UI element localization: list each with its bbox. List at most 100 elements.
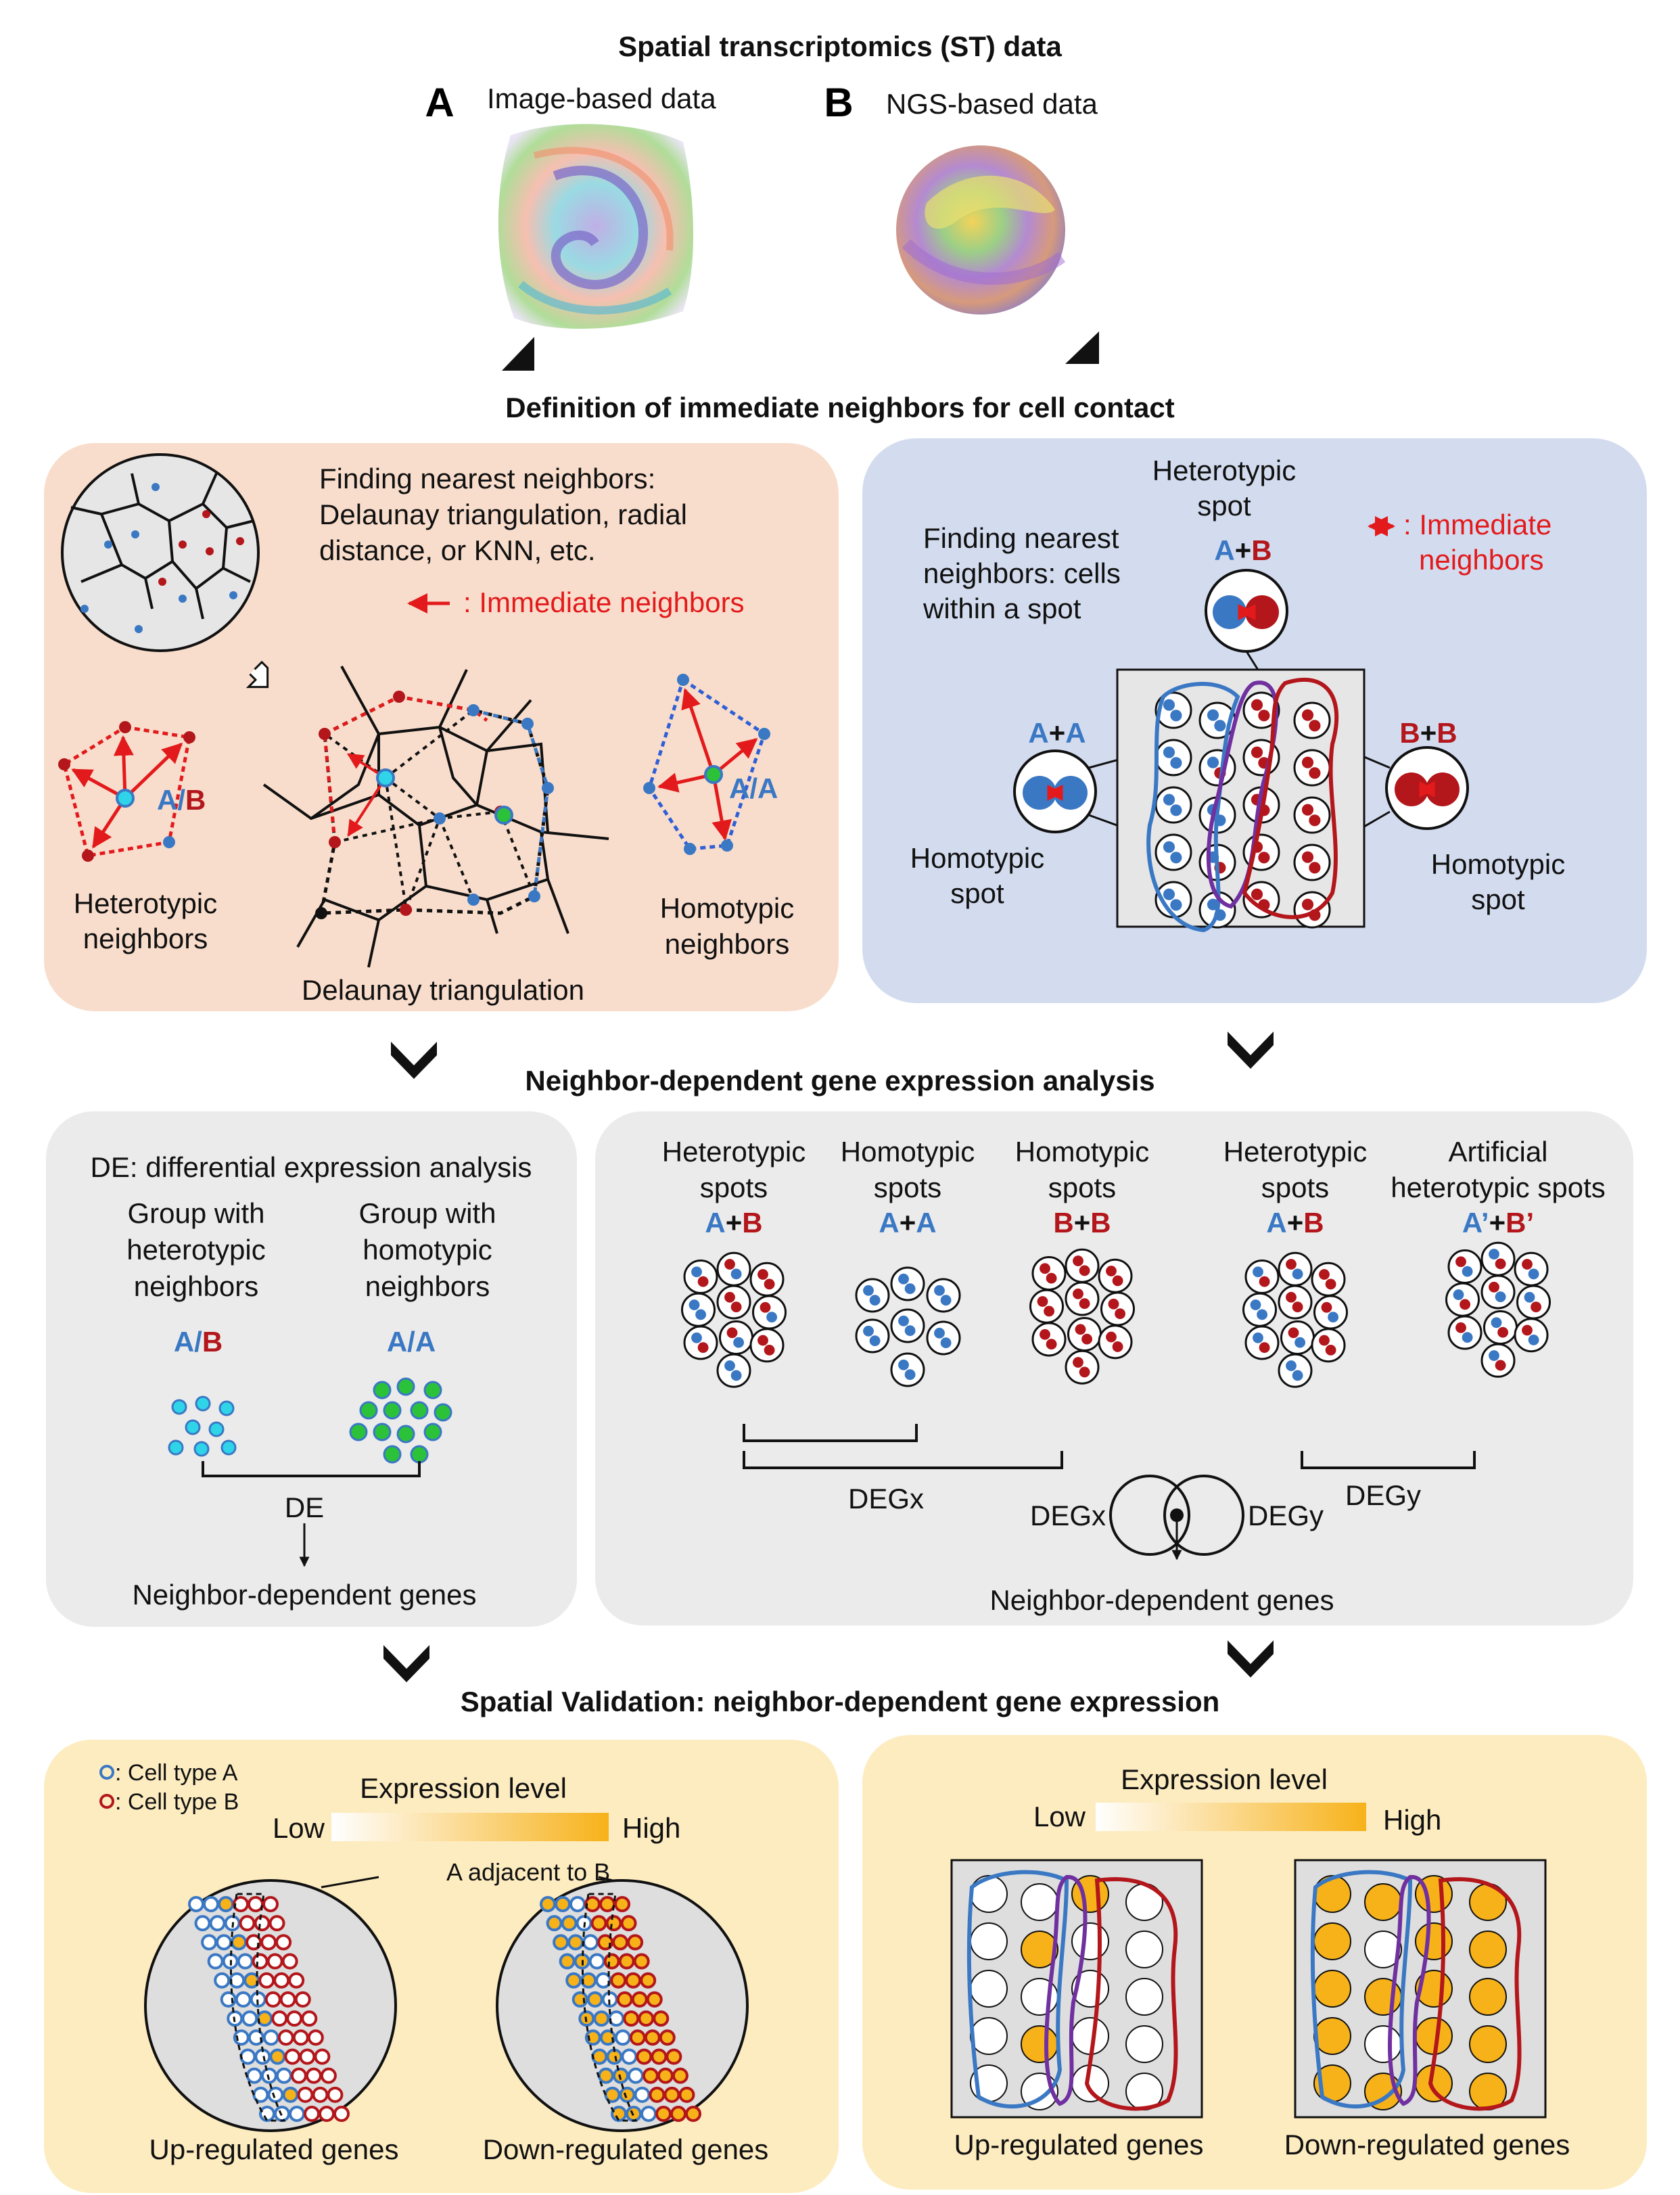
deg-col5-ab-prime: A’+B’ (1462, 1207, 1534, 1239)
spot (1313, 1295, 1348, 1330)
spot (1293, 701, 1331, 739)
left-down-label: Down-regulated genes (483, 2133, 769, 2165)
tissue-cell (269, 1915, 285, 1932)
cell-dot (1301, 804, 1314, 816)
cell-dot (1309, 720, 1321, 732)
cell-dot (724, 1259, 735, 1270)
tissue-cell (627, 2067, 644, 2084)
tissue-cell (593, 2010, 610, 2027)
tissue-cell (561, 1915, 578, 1932)
tissue-cell (258, 1972, 275, 1989)
tissue-cell (655, 2106, 672, 2122)
tissue-cell (292, 2029, 309, 2046)
cell-dot (1073, 1357, 1083, 1368)
cell-dot (898, 1273, 909, 1285)
tissue-cell (629, 2029, 646, 2046)
cell-dot (1163, 841, 1175, 853)
green-cell (349, 1423, 368, 1441)
tissue-cell (642, 2067, 659, 2084)
tissue-cell (678, 2086, 695, 2103)
tissue-cell (301, 2010, 318, 2027)
green-cell (434, 1403, 452, 1422)
spot (890, 1352, 925, 1387)
ngs-spot-grid (1116, 668, 1366, 933)
expression-spot (970, 1922, 1008, 1960)
deg-result: Neighbor-dependent genes (989, 1584, 1334, 1616)
chevron-down-icon (383, 1645, 429, 1682)
tissue-cell (239, 1915, 256, 1932)
cell-dot (1453, 1289, 1464, 1300)
deg-col4-line2: spots (1261, 1172, 1329, 1203)
deg-spot-groups (681, 1241, 1551, 1388)
de-group1-line2: heterotypic (126, 1234, 265, 1266)
tissue-cell (640, 1972, 657, 1989)
cyan-cell (208, 1421, 225, 1437)
spot (1480, 1241, 1516, 1276)
tissue-cell (659, 2029, 676, 2046)
cell-dot (689, 1299, 700, 1310)
homotypic-neighbors-line2: neighbors (665, 928, 789, 960)
degx-bracket-short (743, 1424, 918, 1442)
cell-dot (1207, 709, 1219, 721)
tissue-cell (273, 1972, 290, 1989)
down-regulated-circle (496, 1879, 749, 2132)
spot (1031, 1322, 1067, 1357)
tissue-cell (288, 1972, 305, 1989)
tissue-cell (216, 1934, 233, 1951)
tissue-cell (262, 1896, 279, 1912)
ngs-finding-line2: neighbors: cells (923, 557, 1121, 589)
cell-dot (1170, 757, 1182, 769)
cyan-cell (193, 1441, 210, 1457)
degy-label: DEGy (1345, 1479, 1421, 1511)
spot (1242, 1292, 1277, 1327)
tissue-cell (260, 2067, 277, 2084)
spot (683, 1260, 718, 1294)
ngs-heterotypic-spot-line2: spot (1197, 490, 1251, 522)
tissue-cell (625, 1972, 642, 1989)
tissue-cell (266, 1953, 283, 1970)
main-title: Spatial transcriptomics (ST) data (618, 30, 1062, 62)
cell-dot (1292, 1370, 1303, 1381)
cell-dot (1112, 1275, 1123, 1287)
cell-dot (1163, 746, 1175, 758)
cell-dot (1163, 793, 1175, 806)
spot (1029, 1289, 1064, 1324)
cell-dot (1522, 1324, 1533, 1336)
cell-type-a-outline (1310, 1870, 1413, 2108)
ngs-immediate-line2: neighbors (1419, 544, 1543, 576)
chevron-down-icon (391, 1042, 437, 1079)
spot (681, 1292, 716, 1327)
spot (749, 1262, 785, 1297)
cell-dot (1495, 1258, 1506, 1270)
tissue-cell (546, 1915, 563, 1932)
right-up-label: Up-regulated genes (954, 2129, 1204, 2161)
finding-neighbors-line2: Delaunay triangulation, radial (319, 499, 687, 530)
tissue-cell (569, 1896, 586, 1912)
cell-dot (695, 1309, 707, 1320)
label-a-letter: A (425, 80, 454, 125)
expression-spot (1364, 2025, 1402, 2063)
spot (1065, 1281, 1100, 1316)
tissue-cell (271, 2010, 288, 2027)
ngs-heterotypic-ab: A+B (1214, 534, 1271, 566)
finding-neighbors-line3: distance, or KNN, etc. (319, 534, 596, 566)
tissue-cell (231, 1934, 248, 1951)
boundary-outline (1388, 1874, 1431, 2106)
right-low-label: Low (1033, 1801, 1086, 1832)
legend-b-icon (99, 1794, 114, 1809)
spot (1154, 833, 1192, 871)
cell-dot (1079, 1366, 1090, 1378)
tissue-cell (636, 2048, 653, 2065)
up-regulated-spot-grid (950, 1859, 1203, 2119)
tissue-cell (646, 1991, 663, 2008)
cell-dot (764, 1278, 775, 1290)
cell-dot (904, 1369, 916, 1381)
degy-bracket (1301, 1451, 1476, 1469)
cell-dot (1286, 1360, 1297, 1371)
cell-dot (1073, 1255, 1083, 1266)
cell-dot (1455, 1256, 1466, 1268)
tissue-cell (267, 2086, 284, 2103)
spot (1483, 1310, 1518, 1345)
tissue-cell (619, 2086, 636, 2103)
cell-dot (1115, 1308, 1126, 1320)
